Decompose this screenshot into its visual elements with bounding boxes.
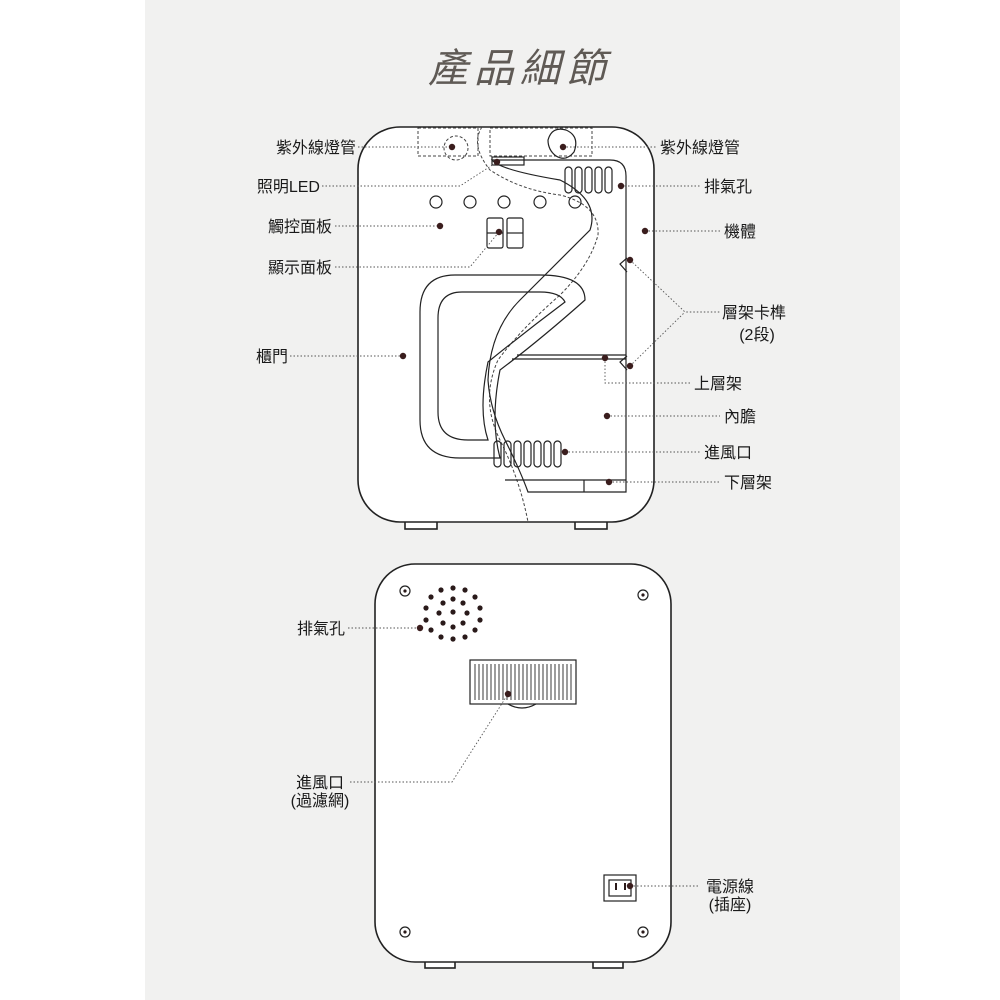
label-power-line2: (插座) xyxy=(709,896,752,914)
uv-lamp-box-left xyxy=(417,127,479,157)
back-view: 排氣孔 進風口 (過濾網) 電源線 (插座) xyxy=(291,563,754,969)
filter-slats xyxy=(474,664,572,700)
filter-grille xyxy=(469,659,577,705)
power-socket xyxy=(603,874,637,902)
label-rail-line2: (2段) xyxy=(739,326,775,344)
lower-intake-vents xyxy=(493,440,562,468)
label-rail-line1: 層架卡榫 xyxy=(722,304,786,322)
uv-lamp-bulb-right xyxy=(547,128,577,159)
back-exhaust-holes xyxy=(423,585,483,642)
label-body: 機體 xyxy=(724,223,756,241)
timer-icon xyxy=(533,195,547,209)
label-intake-back-line2: (過濾網) xyxy=(291,792,350,810)
label-uv-lamp-right: 紫外線燈管 xyxy=(660,139,740,157)
label-upper-rack: 上層架 xyxy=(694,375,742,393)
power-icon xyxy=(429,195,443,209)
door-cutaway-edge xyxy=(477,126,599,523)
label-display: 顯示面板 xyxy=(268,259,332,277)
upper-exhaust-vents xyxy=(564,166,613,194)
touch-panel-buttons xyxy=(429,195,582,209)
label-lower-rack: 下層架 xyxy=(724,474,772,492)
label-uv-lamp-left: 紫外線燈管 xyxy=(276,139,356,157)
label-led: 照明LED xyxy=(257,178,320,196)
fan-icon xyxy=(497,195,511,209)
seven-segment-display xyxy=(486,217,524,249)
door-window-inner xyxy=(437,291,566,441)
back-panel xyxy=(374,563,672,963)
label-intake-back-line1: 進風口 xyxy=(296,774,344,792)
label-touch-panel: 觸控面板 xyxy=(268,218,332,236)
label-exhaust-front: 排氣孔 xyxy=(704,178,752,196)
led-bar xyxy=(491,156,525,166)
light-icon xyxy=(568,195,582,209)
screw-icons xyxy=(399,585,649,938)
mode-icon xyxy=(463,195,477,209)
rail-notch-upper xyxy=(619,257,628,273)
rail-notch-lower xyxy=(619,355,628,371)
cabinet-body xyxy=(357,126,655,523)
uv-lamp-bulb-left xyxy=(443,135,469,161)
label-liner: 內膽 xyxy=(724,408,756,426)
inner-liner xyxy=(487,159,627,493)
filter-tab xyxy=(507,703,537,709)
uv-lamp-box-right xyxy=(489,127,593,157)
label-power-line1: 電源線 xyxy=(706,878,754,896)
diagram-title: 產品細節 xyxy=(428,46,612,92)
door-window-outer xyxy=(419,274,586,459)
label-door: 櫃門 xyxy=(256,348,288,366)
front-view: 紫外線燈管 紫外線燈管 照明LED 排氣孔 觸控面板 機體 顯示面板 層架卡榫 … xyxy=(256,126,786,530)
label-exhaust-back: 排氣孔 xyxy=(297,620,345,638)
label-intake-front: 進風口 xyxy=(704,444,752,462)
